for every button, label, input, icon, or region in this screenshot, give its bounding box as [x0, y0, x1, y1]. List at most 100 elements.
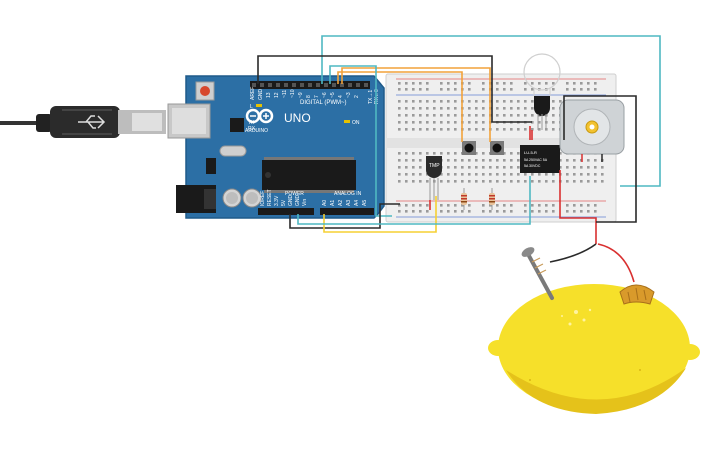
breadboard-hole [552, 121, 555, 124]
breadboard-hole [419, 159, 422, 162]
breadboard-hole [489, 180, 492, 183]
breadboard-hole [496, 100, 499, 103]
arduino-logo-icon [245, 108, 274, 124]
breadboard-hole [426, 180, 429, 183]
breadboard-hole [489, 166, 492, 169]
breadboard-hole [587, 159, 590, 162]
breadboard-hole [503, 107, 506, 110]
breadboard-hole [538, 121, 541, 124]
wires [257, 35, 661, 283]
breadboard-hole [503, 210, 506, 213]
capacitors [222, 188, 262, 208]
breadboard-hole [552, 114, 555, 117]
breadboard-hole [510, 128, 513, 131]
pushbutton-1[interactable] [462, 141, 476, 155]
resistor-2 [489, 188, 495, 210]
wire-black [563, 95, 637, 223]
breadboard-hole [531, 107, 534, 110]
crystal [219, 145, 247, 157]
breadboard-hole [398, 180, 401, 183]
digital-header-holes [252, 83, 368, 87]
power-pin-label: 5V [281, 199, 287, 206]
lemon-texture [529, 308, 641, 381]
copper-electrode [619, 284, 655, 305]
power-pin-label: Vin [302, 199, 308, 206]
analog-pin-label: A5 [362, 200, 368, 206]
breadboard-hole [503, 173, 506, 176]
breadboard-hole [552, 173, 555, 176]
breadboard-hole [538, 82, 541, 85]
breadboard-hole [419, 152, 422, 155]
nail-electrode [521, 247, 554, 300]
label-gnd: GND [258, 89, 264, 101]
breadboard-hole [482, 204, 485, 207]
breadboard-hole [580, 173, 583, 176]
label-tx: TX [248, 120, 255, 126]
breadboard-hole [510, 82, 513, 85]
label-l: L [250, 104, 253, 110]
breadboard-hole [594, 159, 597, 162]
reset-button[interactable] [200, 86, 210, 96]
breadboard-hole [426, 121, 429, 124]
breadboard-hole [524, 173, 527, 176]
breadboard-hole [496, 180, 499, 183]
digital-pin-label: ~11 [282, 90, 288, 98]
breadboard-hole [405, 173, 408, 176]
breadboard-hole [468, 88, 471, 91]
breadboard-hole [503, 166, 506, 169]
breadboard-hole [433, 121, 436, 124]
breadboard-hole [482, 180, 485, 183]
breadboard-hole [517, 107, 520, 110]
breadboard-hole [538, 128, 541, 131]
power-pin-labels: IOREF RESET 3.3V 5V GND GND Vin [260, 189, 308, 206]
breadboard-hole [482, 210, 485, 213]
breadboard-hole [475, 114, 478, 117]
breadboard-hole [447, 114, 450, 117]
breadboard-hole [552, 88, 555, 91]
breadboard-hole [482, 166, 485, 169]
breadboard-hole [524, 180, 527, 183]
breadboard-hole [475, 100, 478, 103]
motor-shaft-icon [585, 120, 599, 134]
breadboard-hole [468, 114, 471, 117]
breadboard-hole [552, 180, 555, 183]
breadboard-hole [475, 121, 478, 124]
breadboard-hole [510, 152, 513, 155]
breadboard-hole [412, 166, 415, 169]
breadboard-hole [489, 210, 492, 213]
breadboard-hole [531, 180, 534, 183]
breadboard-hole [496, 107, 499, 110]
breadboard-hole [538, 180, 541, 183]
breadboard-hole [538, 210, 541, 213]
lemon-battery [488, 247, 700, 414]
breadboard-hole [412, 121, 415, 124]
pushbutton-2[interactable] [490, 141, 504, 155]
wire-teal [297, 176, 531, 225]
analog-pin-label: A4 [354, 200, 360, 206]
breadboard-hole [580, 204, 583, 207]
breadboard-hole [587, 204, 590, 207]
breadboard-hole [419, 107, 422, 110]
wire-teal [329, 65, 392, 217]
breadboard-hole [566, 166, 569, 169]
breadboard-hole [426, 152, 429, 155]
breadboard-hole [447, 166, 450, 169]
breadboard-hole [398, 82, 401, 85]
breadboard-hole [559, 159, 562, 162]
breadboard-hole [587, 180, 590, 183]
breadboard-hole [580, 166, 583, 169]
digital-pin-label: ~10 [290, 89, 296, 98]
breadboard-hole [503, 88, 506, 91]
power-pin-label: 3.3V [274, 195, 280, 206]
breadboard-hole [496, 159, 499, 162]
breadboard-hole [447, 152, 450, 155]
wire-teal [321, 35, 661, 187]
breadboard-hole [426, 100, 429, 103]
breadboard-hole [510, 114, 513, 117]
label-rx: RX [248, 126, 256, 132]
breadboard-hole [398, 128, 401, 131]
breadboard-hole [545, 173, 548, 176]
breadboard-hole [454, 121, 457, 124]
power-pin-label: RESET [267, 189, 273, 206]
breadboard-hole [475, 128, 478, 131]
